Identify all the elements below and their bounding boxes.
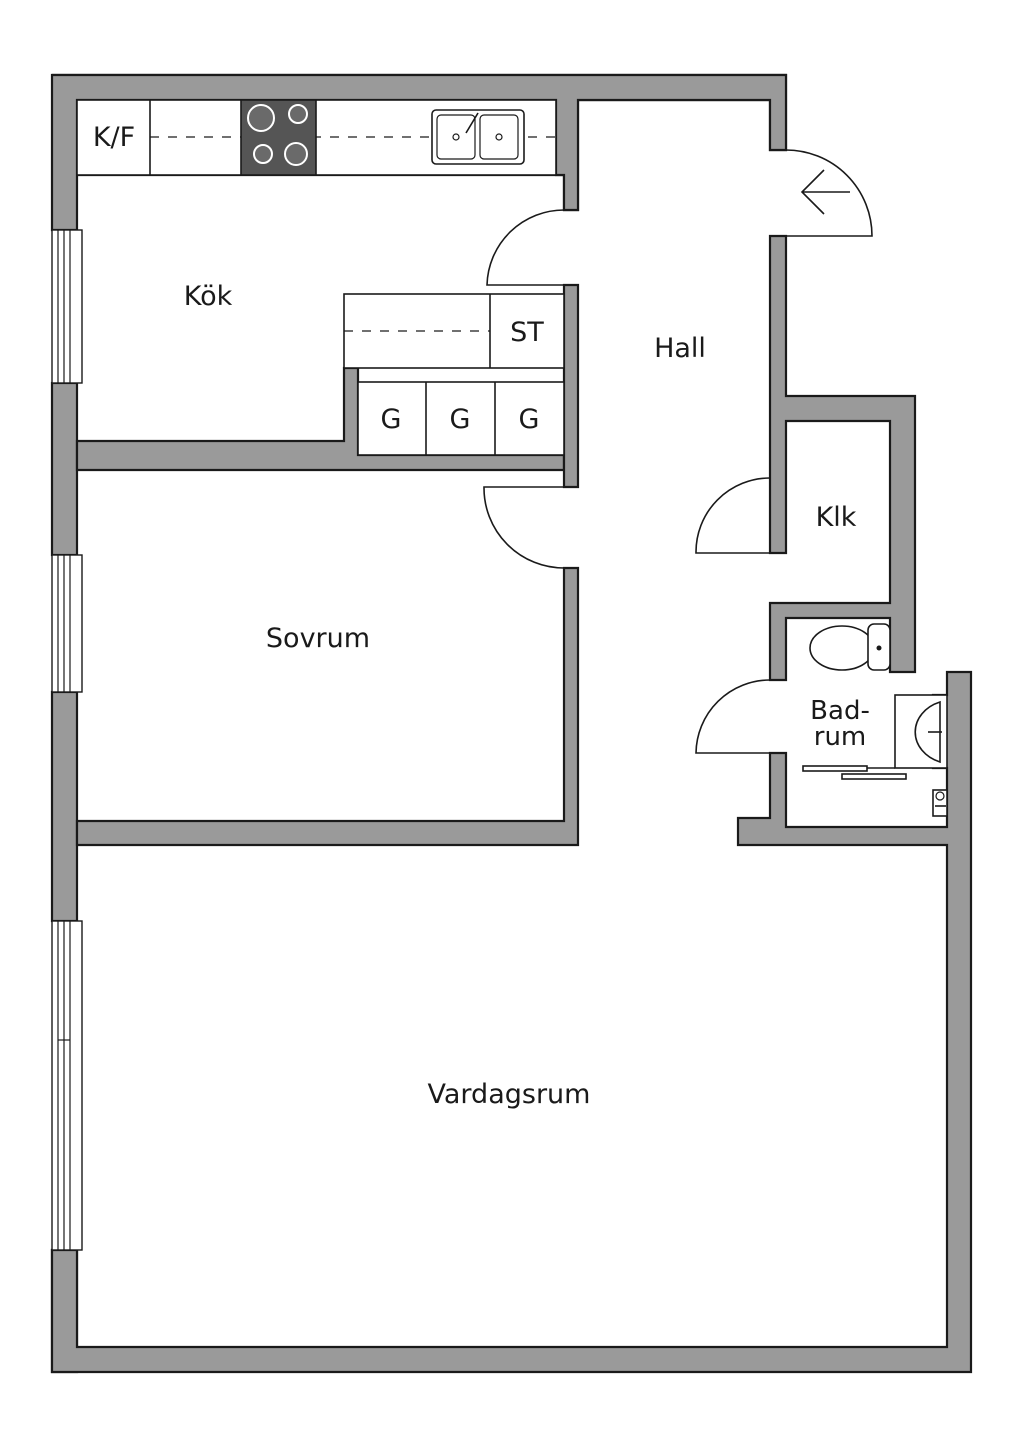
fridge-freezer-label: K/F: [93, 122, 135, 153]
windows: [51, 229, 83, 1251]
burner-icon: [247, 104, 275, 132]
washbasin-icon: [894, 694, 948, 769]
wall-hall-bedroom: [75, 566, 580, 847]
kitchen-door: [486, 209, 565, 286]
room-label-bathroom-line1: Bad-: [810, 696, 870, 726]
wall-left-2: [50, 690, 79, 923]
burner-icon: [284, 142, 308, 166]
bathroom-fixtures: [802, 623, 948, 817]
room-label-bathroom-line2: rum: [814, 722, 867, 752]
wardrobe-label: G: [519, 404, 540, 435]
burner-icon: [288, 104, 308, 124]
shower-rail-icon: [802, 765, 948, 817]
closet-door: [695, 477, 771, 554]
wall-segments: [50, 73, 973, 1374]
wardrobe-label: G: [381, 404, 402, 435]
wardrobes: [357, 381, 565, 456]
storage-unit: [343, 293, 565, 369]
bathroom-door: [695, 679, 771, 754]
kitchen-counter: [76, 99, 557, 176]
room-label-hall: Hall: [654, 333, 706, 364]
storage-label: ST: [510, 317, 544, 348]
burner-icon: [253, 144, 273, 164]
doors: [483, 149, 873, 754]
entrance-door: [785, 149, 873, 237]
wall-bottom: [50, 670, 973, 1374]
room-label-bedroom: Sovrum: [266, 623, 370, 654]
window-kitchen: [51, 229, 83, 384]
window-bedroom: [51, 554, 83, 693]
toilet-icon: [809, 623, 891, 671]
wall-hall-kitchen: [562, 283, 580, 489]
entrance-arrow-icon: [800, 169, 850, 215]
sink-icon: [431, 109, 525, 165]
room-label-living-room: Vardagsrum: [428, 1079, 591, 1110]
room-label-closet: Klk: [816, 502, 857, 533]
window-living: [51, 920, 83, 1251]
wall-left-1: [50, 381, 79, 557]
room-label-kitchen: Kök: [184, 281, 233, 312]
wardrobe-label: G: [450, 404, 471, 435]
bedroom-door: [483, 486, 565, 569]
wall-right-upper: [768, 234, 917, 682]
